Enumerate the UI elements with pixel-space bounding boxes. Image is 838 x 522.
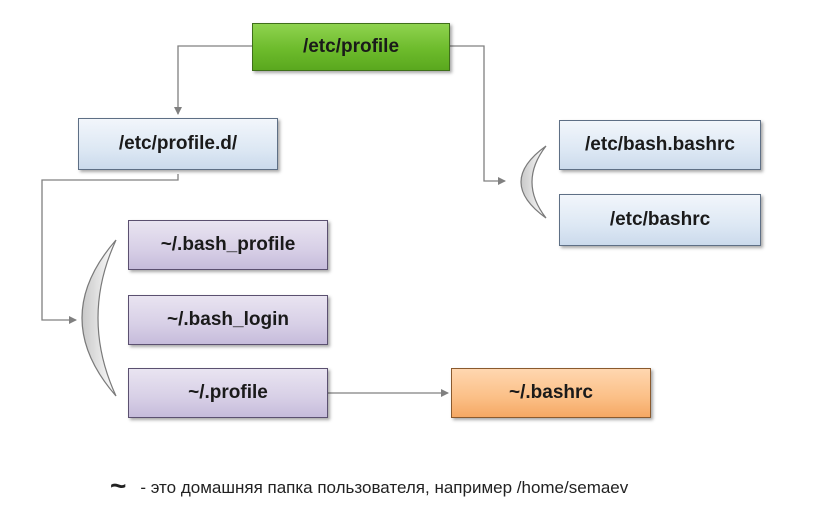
node-etc-profile: /etc/profile xyxy=(252,23,450,71)
arrow-profile-d-to-user-group xyxy=(41,174,179,324)
legend-note: ~ - это домашняя папка пользователя, нап… xyxy=(110,470,629,502)
node-etc-profile-d: /etc/profile.d/ xyxy=(78,118,278,170)
node-bash-profile: ~/.bash_profile xyxy=(128,220,328,270)
arrow-profile-to-profile-d xyxy=(174,45,252,115)
legend-text: - это домашняя папка пользователя, напри… xyxy=(140,478,629,497)
brace-etc-bashrc-group xyxy=(520,145,547,219)
node-etc-bashrc: /etc/bashrc xyxy=(559,194,761,246)
node-bashrc: ~/.bashrc xyxy=(451,368,651,418)
node-profile: ~/.profile xyxy=(128,368,328,418)
node-etc-bash-bashrc: /etc/bash.bashrc xyxy=(559,120,761,170)
arrow-profile-to-bashrc-group xyxy=(450,45,506,185)
node-bash-login: ~/.bash_login xyxy=(128,295,328,345)
legend-tilde-symbol: ~ xyxy=(110,470,127,501)
brace-user-files-group xyxy=(81,239,117,397)
